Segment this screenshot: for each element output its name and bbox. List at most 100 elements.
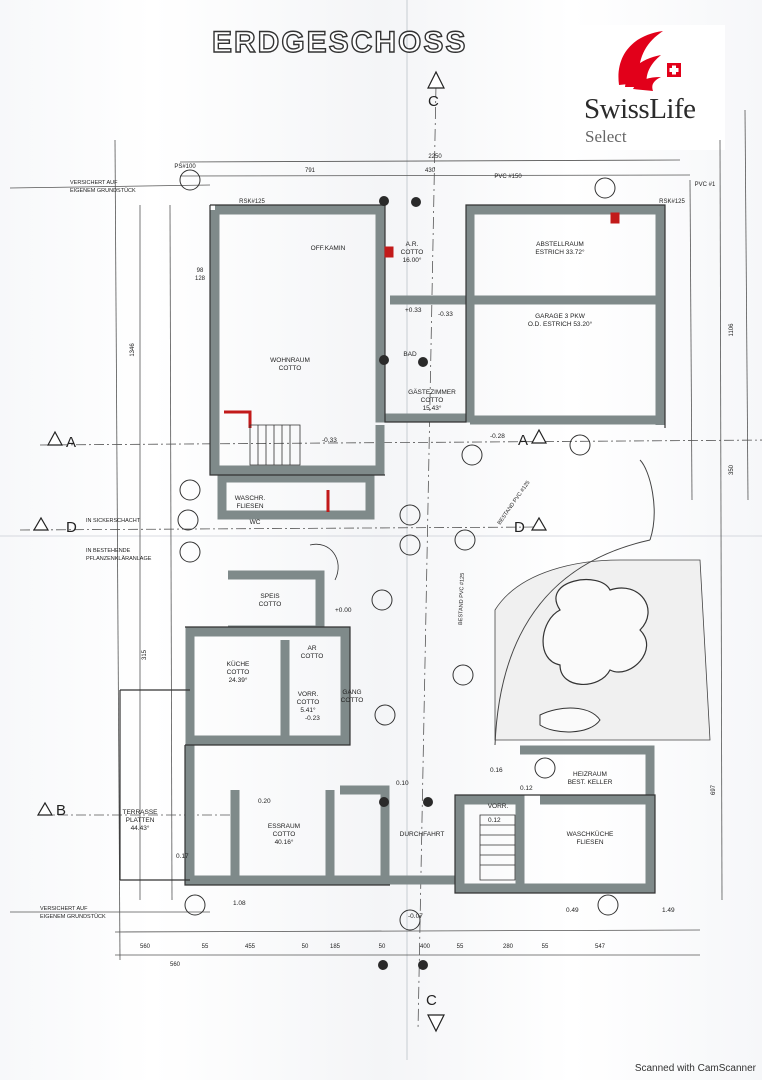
level-markers: -0.33 -0.28 +0.33 0.20 0.17 0.16 0.12 0.… <box>176 307 675 920</box>
label-terrasse: TERRASSE <box>122 809 158 816</box>
dim-bot-total-left: 560 <box>170 962 181 968</box>
dim-left-98: 98 <box>197 268 204 274</box>
note-versichert-top: VERSICHERT AUF <box>70 180 118 186</box>
label-wohnraum-mat: COTTO <box>279 365 302 372</box>
label-bad: BAD <box>403 351 417 358</box>
level-8: 0.10 <box>396 780 409 787</box>
level-6: 0.16 <box>490 767 503 774</box>
label-waschkueche: WASCHKÜCHE <box>567 830 614 838</box>
label-ar-mid: AR <box>307 645 316 652</box>
dim-left-128: 128 <box>195 276 206 282</box>
paper-fold-vertical <box>406 0 408 1060</box>
section-a-right: A <box>518 432 528 449</box>
label-ar-mid-mat: COTTO <box>301 653 324 660</box>
level-15: -0.33 <box>438 311 453 318</box>
note-grundstueck-bot: EIGENEM GRUNDSTÜCK <box>40 913 106 920</box>
level-3: +0.33 <box>405 307 422 314</box>
dim-left-315: 315 <box>142 649 148 660</box>
dim-top-pvc1: PVC #1 <box>695 182 716 188</box>
drain-markers <box>177 169 619 931</box>
dim-bot-455: 455 <box>245 944 256 950</box>
level-10: 1.08 <box>233 900 246 907</box>
staircases <box>249 424 516 881</box>
level-9: -0.07 <box>408 913 423 920</box>
dim-top-ps: PS#100 <box>174 164 196 170</box>
level-5: 0.17 <box>176 853 189 860</box>
dim-left-1346: 1346 <box>130 343 136 357</box>
dim-right-1106: 1106 <box>729 323 735 337</box>
label-garage: GARAGE 3 PKW <box>535 313 586 320</box>
level-13: +0.00 <box>335 607 352 614</box>
dim-top-430: 430 <box>425 168 436 174</box>
section-arrows <box>32 70 548 1033</box>
label-abstell: ABSTELLRAUM <box>536 241 584 248</box>
label-gang-mat: COTTO <box>341 697 364 704</box>
label-essraum: ESSRAUM <box>268 823 300 830</box>
dim-top-rsk-right: RSK#125 <box>659 199 685 205</box>
label-terrasse-mat: PLATTEN <box>126 817 155 824</box>
section-c-top: C <box>428 93 439 110</box>
dim-bot-50a: 50 <box>302 944 309 950</box>
note-grundstueck-top: EIGENEM GRUNDSTÜCK <box>70 187 136 194</box>
label-waschkueche-mat: FLIESEN <box>576 839 603 846</box>
label-durchfahrt: DURCHFAHRT <box>400 831 445 838</box>
label-heizraum-mat: BEST. KELLER <box>568 779 613 786</box>
dim-bot-280: 280 <box>503 944 514 950</box>
paper-fold-horizontal <box>0 535 762 537</box>
note-pflanzen1: IN BESTEHENDE <box>86 548 131 554</box>
dim-bot-55c: 55 <box>542 944 549 950</box>
level-16: 0.12 <box>488 817 501 824</box>
dim-bot-547: 547 <box>595 944 606 950</box>
level-4: 0.20 <box>258 798 271 805</box>
section-a-left: A <box>66 434 76 451</box>
red-markings <box>224 212 620 512</box>
level-14: -0.23 <box>305 715 320 722</box>
label-garage-mat: O.D. ESTRICH 53.20° <box>528 320 593 328</box>
label-vorr-area: 5.41° <box>300 706 316 714</box>
marker-dots <box>378 196 433 970</box>
floor-title: ERDGESCHOSS <box>211 25 468 59</box>
label-kueche: KÜCHE <box>227 660 250 668</box>
dimension-texts: 2250 791 430 PVC #150 RSK#125 RSK#125 PS… <box>130 154 735 968</box>
dim-top-791: 791 <box>305 168 316 174</box>
dim-top-pvc: PVC #150 <box>494 174 522 180</box>
label-gang: GANG <box>342 689 361 696</box>
dim-bot-185: 185 <box>330 944 341 950</box>
level-1: -0.33 <box>322 437 337 444</box>
label-essraum-mat: COTTO <box>273 831 296 838</box>
label-gaeste-mat: COTTO <box>421 397 444 404</box>
logo-name: SwissLife <box>584 93 696 125</box>
label-vorr: VORR. <box>298 691 319 698</box>
room-labels: OFF.KAMIN A.R. COTTO 16.00° ABSTELLRAUM … <box>122 241 614 846</box>
dim-bot-55b: 55 <box>457 944 464 950</box>
label-ar-top-mat: COTTO <box>401 249 424 256</box>
swisslife-logo: SwissLife Select <box>575 25 725 150</box>
dim-bot-55a: 55 <box>202 944 209 950</box>
dim-right-350: 350 <box>729 464 735 475</box>
dim-right-697: 697 <box>711 784 717 795</box>
section-d-right: D <box>514 519 525 536</box>
label-heizraum: HEIZRAUM <box>573 771 607 778</box>
label-vorr2: VORR. <box>488 803 509 810</box>
label-speis: SPEIS <box>260 593 280 600</box>
dim-top-total: 2250 <box>428 154 442 160</box>
wall-outlines <box>119 204 666 894</box>
label-kueche-area: 24.39° <box>229 676 248 684</box>
logo-sub: Select <box>585 127 627 146</box>
dim-bot-560: 560 <box>140 944 151 950</box>
level-12: 0.49 <box>566 907 579 914</box>
section-d-left: D <box>66 519 77 536</box>
label-terrasse-area: 44.43° <box>131 824 150 832</box>
dim-bot-50b: 50 <box>379 944 386 950</box>
dim-bot-400: 400 <box>420 944 431 950</box>
section-c-bottom: C <box>426 992 437 1009</box>
label-abstell-mat: ESTRICH 33.72° <box>535 248 585 256</box>
scanner-footer: Scanned with CamScanner <box>634 1063 756 1074</box>
label-waschr-mat: FLIESEN <box>236 503 263 510</box>
label-vorr-mat: COTTO <box>297 699 320 706</box>
dimension-lines <box>9 84 762 1031</box>
garden <box>461 444 711 746</box>
section-letters: C C A A D D B <box>56 93 528 1009</box>
